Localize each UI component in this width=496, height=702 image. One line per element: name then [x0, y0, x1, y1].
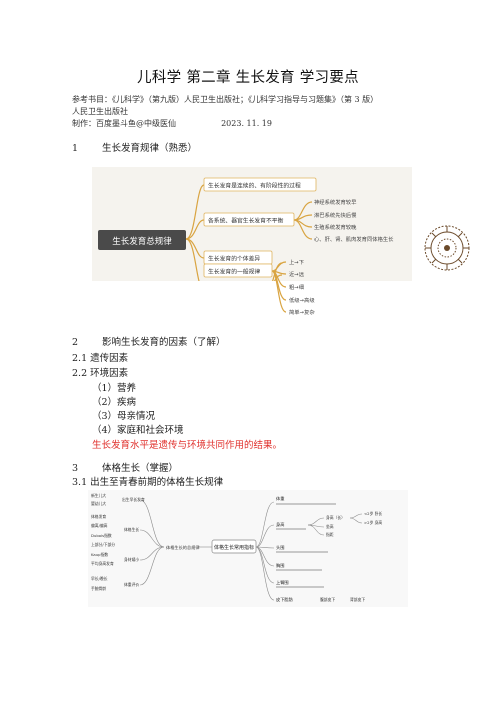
left-group: 身材矮小	[124, 557, 139, 562]
right-node: 头围	[276, 544, 284, 551]
b2-children: 神经系统发育较早 淋巴系统先快后慢 生殖系统发育较晚 心、肝、肾、肌肉发育同体格…	[314, 198, 394, 243]
env-item: （2）疾病	[92, 397, 137, 408]
reference-line: 参考书目：《儿科学》（第九版）人民卫生出版社；《儿科学习指导与习题集》（第 3 …	[72, 95, 379, 104]
growth-rules-mindmap: 生长发育总规律 生长发育是连续的、有阶段性的过程 各系统、器官生长发育不平衡 生…	[92, 167, 412, 291]
branch-unbalanced: 各系统、器官生长发育不平衡	[208, 217, 284, 225]
env-item: （1）营养	[92, 383, 137, 394]
left-item: 早长/晚长	[91, 576, 108, 581]
right-sub: <2岁 卧长	[364, 511, 382, 516]
right-node: 身高	[276, 521, 284, 528]
left-item: 平均身高发育	[91, 561, 114, 566]
right-node: 上臂围	[276, 579, 289, 586]
right-node: 体重	[276, 495, 284, 502]
root-node-2: 体格生长常用指标	[214, 544, 254, 551]
left-group: 出生早长发育	[122, 497, 145, 502]
env-item: （4）家庭和社会环境	[92, 425, 184, 436]
child-node: 生殖系统发育较晚	[314, 223, 357, 231]
page-title: 儿科学 第二章 生长发育 学习要点	[137, 70, 359, 86]
left-item: 偏离/偏高	[91, 523, 108, 528]
right-node: 皮下脂肪	[276, 596, 293, 603]
decorative-seal-icon	[424, 225, 470, 271]
left-group: 体格生长	[124, 527, 139, 532]
env-item: （3）母亲情况	[92, 411, 156, 422]
right-node: 胸围	[276, 562, 284, 569]
right-sub: 腹部皮下	[320, 597, 335, 602]
subsection-3-1: 3.1 出生至青春前期的体格生长规律	[72, 477, 224, 488]
physical-growth-mindmap: 体格生长常用指标 体格生长的总规律 出生早长发育 体格生长 身材矮小 体重评价 …	[88, 490, 408, 607]
connector-b1	[185, 184, 205, 240]
date: 2023. 11. 19	[221, 119, 272, 128]
author-line: 制作：百度墨斗鱼@中级医仙 2023. 11. 19	[72, 119, 272, 129]
author: 制作：百度墨斗鱼@中级医仙	[72, 119, 176, 128]
reference-line-cont: 人民卫生出版社	[72, 107, 128, 116]
conclusion-text: 生长发育水平是遗传与环境共同作用的结果。	[92, 440, 283, 451]
left-item: 手腕骨龄	[91, 586, 106, 591]
right-sub: 背部皮下	[350, 597, 365, 602]
subsection-2-1: 2.1 遗传因素	[72, 353, 129, 364]
connector-b3	[185, 238, 205, 259]
mindmap-branch-general: 生长发育的一般规律 上→下 近→远 粗→细 低级→高级 简单→复杂	[203, 258, 315, 316]
subsection-2-2: 2.2 环境因素	[72, 368, 129, 379]
left-item: 婴幼儿大	[91, 501, 106, 506]
right-sub: 指距	[326, 532, 334, 537]
left-group: 体重评价	[124, 582, 139, 587]
child-node: 上→下	[289, 258, 304, 266]
left-mid-node: 体格生长的总规律	[166, 544, 200, 551]
child-node: 淋巴系统先快后慢	[314, 211, 357, 219]
left-item: 体格发育	[91, 514, 106, 519]
left-item: Kaup指数	[91, 552, 108, 557]
mindmap-diagram-2: 体格生长常用指标 体格生长的总规律 出生早长发育 体格生长 身材矮小 体重评价 …	[91, 493, 382, 603]
branch-continuous: 生长发育是连续的、有阶段性的过程	[208, 182, 301, 190]
left-item: 上部分/下部分	[91, 542, 115, 547]
child-node: 近→远	[289, 270, 305, 278]
branch-individual: 生长发育的个体差异	[208, 255, 260, 263]
right-sub: >2岁 身高	[364, 520, 382, 525]
connector-b2	[185, 219, 205, 240]
left-item: 新生儿大	[91, 493, 106, 498]
branch-general-rules: 生长发育的一般规律	[208, 268, 260, 276]
child-node: 简单→复杂	[289, 308, 315, 316]
right-sub: 身高（长）	[326, 515, 345, 520]
root-node	[98, 230, 186, 250]
child-node: 低级→高级	[289, 296, 315, 304]
child-node: 神经系统发育较早	[314, 198, 357, 206]
child-node: 心、肝、肾、肌肉发育同体格生长	[314, 235, 394, 243]
right-sub: 坐高	[326, 524, 334, 529]
child-node: 粗→细	[289, 283, 304, 291]
root-label: 生长发育总规律	[112, 236, 172, 247]
left-item: Dubois指数	[91, 533, 112, 538]
